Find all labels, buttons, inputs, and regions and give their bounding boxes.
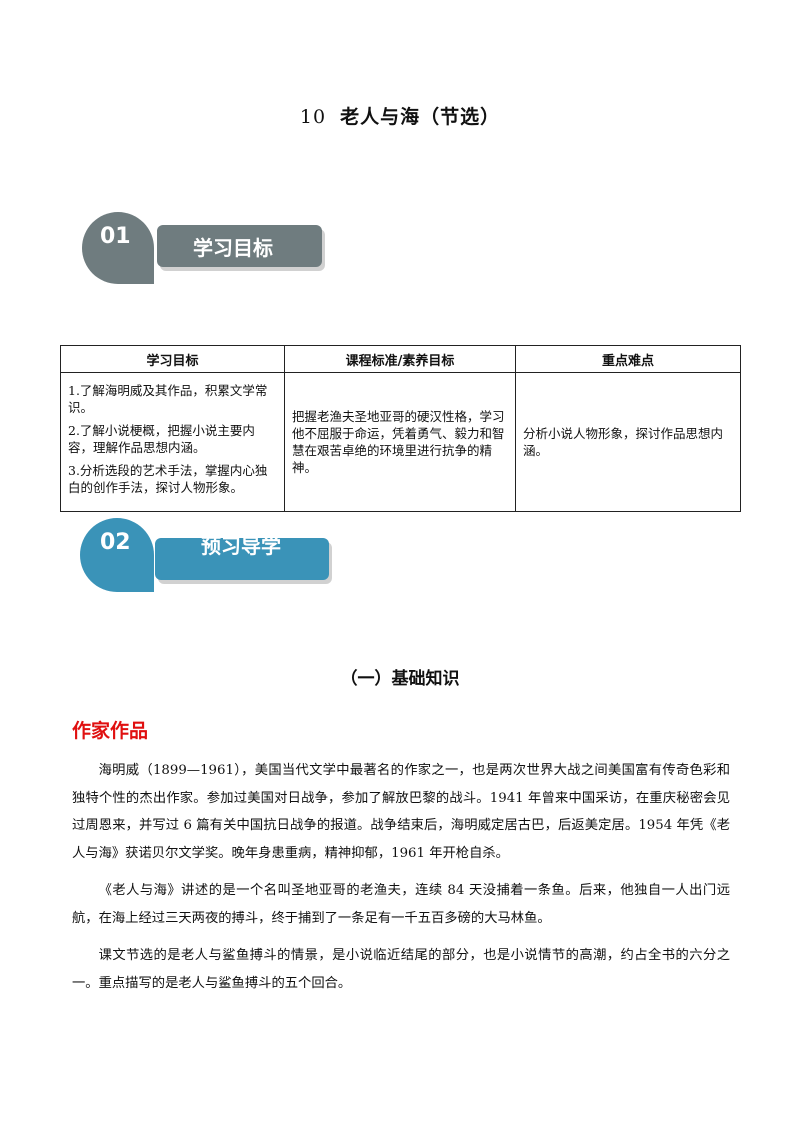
table-row: 1.了解海明威及其作品，积累文学常识。 2.了解小说梗概，把握小说主要内容，理解… (60, 372, 741, 512)
header-cell: 学习目标 (60, 345, 285, 373)
header-cell: 重点难点 (515, 345, 741, 373)
section-badge-01: 学习目标 01 (82, 212, 327, 284)
section-number: 01 (100, 224, 131, 249)
paragraph-plot: 《老人与海》讲述的是一个名叫圣地亚哥的老渔夫，连续 84 天没捕着一条鱼。后来，… (72, 883, 730, 926)
page-title: 10 老人与海（节选） (0, 102, 800, 129)
section-label: 学习目标 (193, 236, 273, 260)
section-number: 02 (100, 530, 131, 555)
badge-bar: 预习导学 (155, 538, 329, 580)
table-header-row: 学习目标 课程标准/素养目标 重点难点 (60, 345, 741, 373)
lesson-number: 10 (299, 106, 327, 128)
badge-bar: 学习目标 (157, 225, 322, 267)
section-badge-02: 预习导学 02 (80, 518, 335, 594)
goals-table: 学习目标 课程标准/素养目标 重点难点 1.了解海明威及其作品，积累文学常识。 … (60, 345, 741, 512)
author-heading: 作家作品 (72, 720, 149, 742)
header-cell: 课程标准/素养目标 (284, 345, 516, 373)
lesson-title: 老人与海（节选） (340, 106, 501, 128)
section-label: 预习导学 (201, 538, 281, 558)
paragraph-excerpt: 课文节选的是老人与鲨鱼搏斗的情景，是小说临近结尾的部分，也是小说情节的高潮，约占… (72, 948, 730, 991)
goal-item: 2.了解小说梗概，把握小说主要内容，理解作品思想内涵。 (68, 423, 255, 455)
key-points-cell: 分析小说人物形象，探讨作品思想内涵。 (515, 372, 741, 512)
standards-cell: 把握老渔夫圣地亚哥的硬汉性格，学习他不屈服于命运，凭着勇气、毅力和智慧在艰苦卓绝… (284, 372, 516, 512)
goals-cell: 1.了解海明威及其作品，积累文学常识。 2.了解小说梗概，把握小说主要内容，理解… (60, 372, 285, 512)
paragraph-author: 海明威（1899—1961），美国当代文学中最著名的作家之一，也是两次世界大战之… (72, 763, 730, 861)
goal-item: 1.了解海明威及其作品，积累文学常识。 (68, 383, 268, 415)
goal-item: 3.分析选段的艺术手法，掌握内心独白的创作手法，探讨人物形象。 (68, 463, 268, 495)
basics-heading: （一）基础知识 (340, 669, 460, 689)
